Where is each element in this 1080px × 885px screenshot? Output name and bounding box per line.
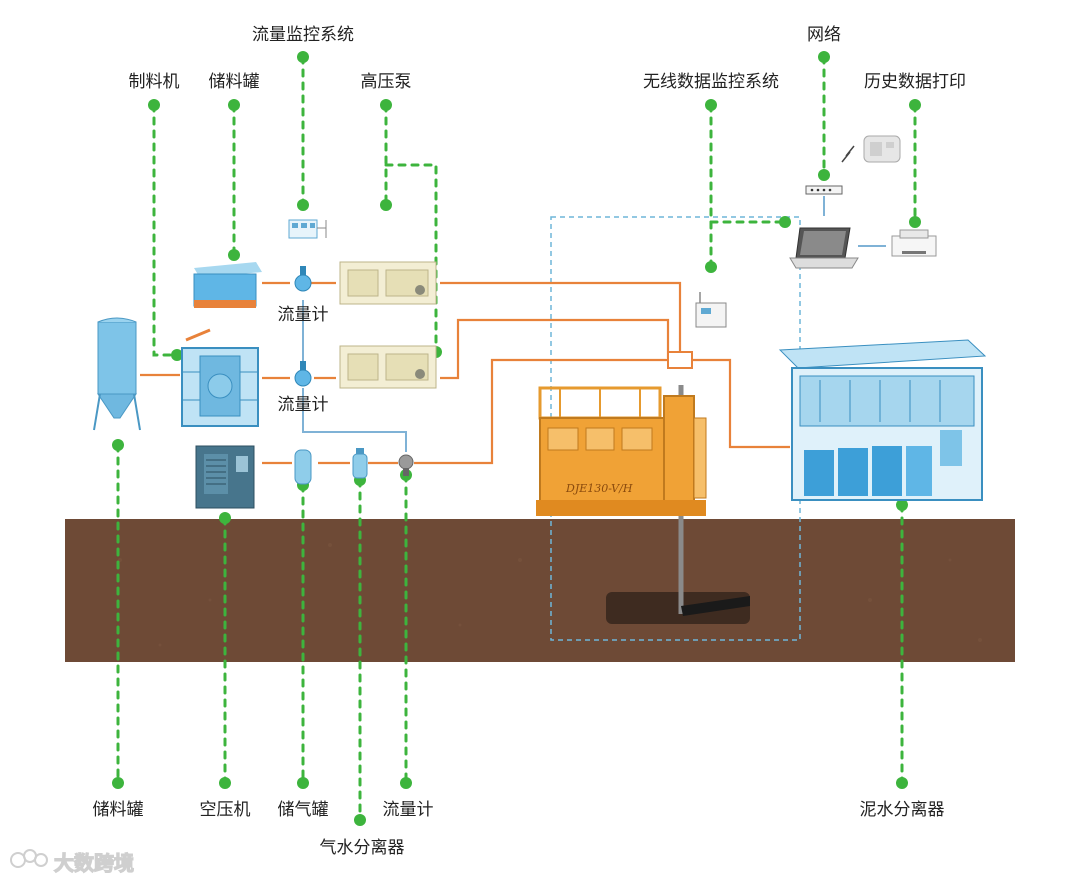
flow-monitor-panel-icon <box>288 219 327 239</box>
mixer-icon <box>181 328 259 427</box>
label-wireless-monitor-system: 无线数据监控系统 <box>643 72 779 92</box>
gas-tank-icon <box>294 449 312 485</box>
laptop-icon <box>789 227 859 269</box>
watermark: 大数跨境 <box>10 849 135 876</box>
ground-texture <box>118 543 982 647</box>
label-high-pressure-pump: 高压泵 <box>361 72 412 92</box>
label-flow-monitor-system: 流量监控系统 <box>252 25 354 45</box>
label-flowmeter-1: 流量计 <box>278 305 329 325</box>
label-storage-tank-top: 储料罐 <box>209 72 260 92</box>
gas-water-separator-icon <box>352 448 368 479</box>
wireless-collector-icon <box>695 292 727 328</box>
high-pressure-pump-1-icon <box>339 261 437 305</box>
junction-box <box>667 351 693 369</box>
pipe-network <box>140 281 790 465</box>
watermark-text: 大数跨境 <box>54 851 134 875</box>
flowmeter-2-icon <box>294 361 312 387</box>
label-gas-water-separator: 气水分离器 <box>320 838 405 858</box>
label-flowmeter-bottom: 流量计 <box>383 800 434 820</box>
borehole-cavity <box>606 592 750 624</box>
label-history-print: 历史数据打印 <box>864 72 966 92</box>
rig-model-label: DJE130-V/H <box>565 482 633 495</box>
high-pressure-pump-2-icon <box>339 345 437 389</box>
label-flowmeter-2: 流量计 <box>278 395 329 415</box>
drilling-rig-icon <box>536 386 707 516</box>
drill-bit <box>681 596 750 616</box>
ground-layer <box>65 519 1015 662</box>
printer-icon <box>891 229 937 257</box>
flowmeter-1-icon <box>294 266 312 292</box>
label-air-compressor: 空压机 <box>200 800 251 820</box>
mud-separator-icon <box>778 339 987 501</box>
silo-icon <box>93 317 141 431</box>
air-compressor-icon <box>195 445 255 509</box>
server-icon <box>863 135 901 163</box>
label-gas-tank: 储气罐 <box>278 800 329 820</box>
router-icon <box>805 185 843 195</box>
storage-tank-icon <box>193 262 262 308</box>
label-mixer: 制料机 <box>129 72 180 92</box>
signal-bolt-icon <box>841 145 855 163</box>
label-storage-tank-bottom: 储料罐 <box>93 800 144 820</box>
label-network: 网络 <box>807 25 841 45</box>
flowmeter-bottom-icon <box>398 454 414 476</box>
label-mud-separator: 泥水分离器 <box>860 800 945 820</box>
air-sensor-line <box>302 388 407 452</box>
